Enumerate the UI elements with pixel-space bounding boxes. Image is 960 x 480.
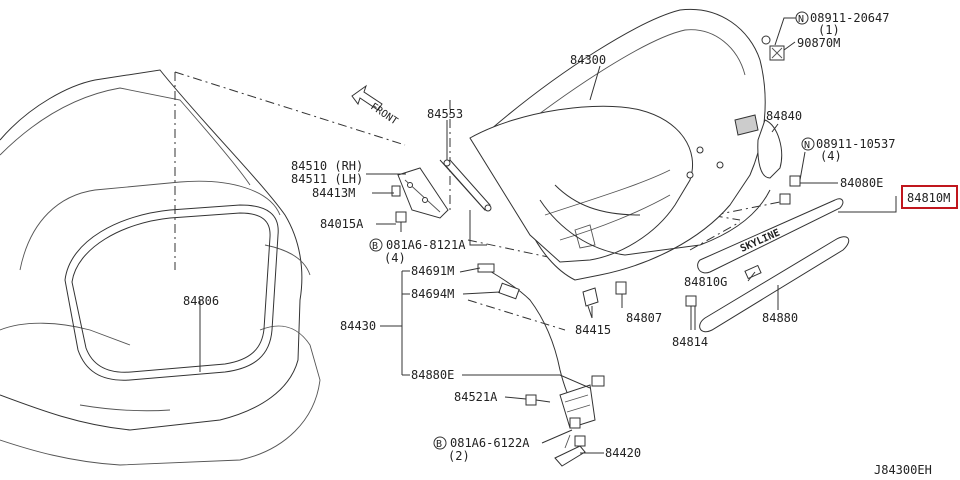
label-84806: 84806 (183, 294, 219, 308)
circled-n-1-letter: N (798, 14, 804, 25)
moulding-84880 (699, 236, 850, 333)
circled-b-1 (369, 238, 383, 252)
label-84420: 84420 (605, 446, 641, 460)
label-84810m[interactable]: 84810M (907, 191, 950, 205)
label-90870m: 90870M (797, 36, 840, 50)
clip-84080e (779, 175, 801, 205)
trunk-lid-84300 (469, 8, 766, 281)
label-84810g: 84810G (684, 275, 727, 289)
cover-84840 (757, 119, 783, 179)
figure-code: J84300EH (874, 463, 932, 477)
cable-84430 (477, 263, 576, 411)
bolt-081a6-6122a (569, 417, 586, 447)
label-84300: 84300 (570, 53, 606, 67)
label-081a6-6122a: 081A6-6122A (450, 436, 530, 450)
label-08911-20647-qty: (1) (818, 23, 840, 37)
circled-b-2-letter: B (436, 439, 442, 450)
label-84511: 84511 (LH) (291, 172, 363, 186)
label-84814: 84814 (672, 335, 708, 349)
label-84880: 84880 (762, 311, 798, 325)
part-84807 (615, 281, 627, 295)
label-081a6-8121a-qty: (4) (384, 251, 406, 265)
label-84415: 84415 (575, 323, 611, 337)
rubber-84415 (582, 287, 599, 319)
lid-finisher-edge (539, 184, 771, 256)
label-84080e: 84080E (840, 176, 883, 190)
label-84413m: 84413M (312, 186, 355, 200)
label-84807: 84807 (626, 311, 662, 325)
part-labels: 84300 N 08911-20647 (1) 90870M 84840 N 0… (183, 11, 958, 477)
front-arrow: FRONT (351, 84, 399, 127)
clip-84814 (685, 295, 697, 330)
label-84510: 84510 (RH) (291, 159, 363, 173)
trunk-seal-84806 (64, 204, 279, 381)
circled-b-1-letter: B (372, 241, 378, 252)
finisher-emblem-text: SKYLINE (739, 228, 782, 255)
highlight-box-84810m[interactable] (901, 185, 958, 209)
label-081a6-6122a-qty: (2) (448, 449, 470, 463)
circled-n-2 (801, 137, 815, 151)
striker-84420 (554, 434, 586, 467)
label-84880e: 84880E (411, 368, 454, 382)
label-08911-10537-qty: (4) (820, 149, 842, 163)
leader-lines (199, 17, 897, 454)
bumper-84015a (395, 211, 407, 232)
circled-b-2 (433, 436, 447, 450)
label-84553: 84553 (427, 107, 463, 121)
car-body-outline (0, 69, 321, 466)
label-84430: 84430 (340, 319, 376, 333)
nut-90870m (761, 35, 785, 61)
circled-n-2-letter: N (804, 140, 810, 151)
label-84015a: 84015A (320, 217, 364, 231)
label-84694m: 84694M (411, 287, 454, 301)
hinge-84510 (397, 167, 449, 219)
circled-n-1 (795, 11, 809, 25)
label-84691m: 84691M (411, 264, 454, 278)
lock-assembly (559, 375, 605, 429)
stay-84553 (439, 159, 492, 212)
label-84521a: 84521A (454, 390, 498, 404)
label-08911-10537: 08911-10537 (816, 137, 895, 151)
label-08911-20647: 08911-20647 (810, 11, 889, 25)
front-label: FRONT (368, 101, 399, 127)
label-84840: 84840 (766, 109, 802, 123)
label-081a6-8121a: 081A6-8121A (386, 238, 466, 252)
bolt-84521a (525, 394, 551, 406)
bolt-84413m (391, 185, 401, 197)
